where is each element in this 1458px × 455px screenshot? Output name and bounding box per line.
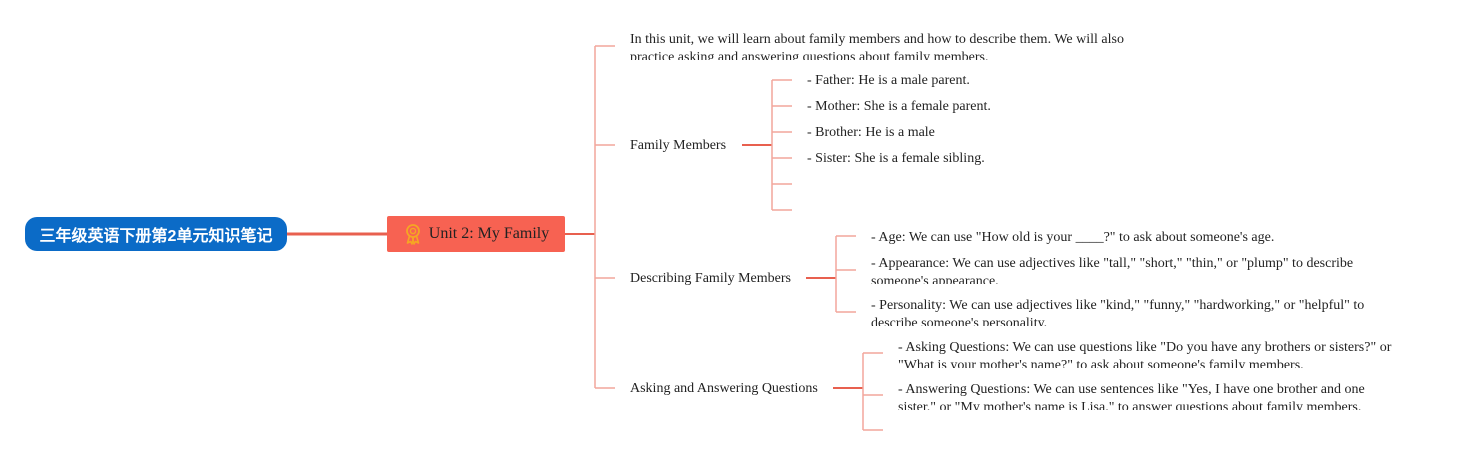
award-ribbon-icon (403, 223, 423, 245)
family-member-item[interactable]: - Mother: She is a female parent. (807, 99, 991, 114)
describing-item-personality[interactable]: - Personality: We can use adjectives lik… (871, 297, 1371, 326)
asking-item-line: - Asking Questions: We can use questions… (898, 340, 1392, 355)
family-members-label: Family Members (630, 138, 727, 153)
intro-line-2: practice asking and answering questions … (630, 50, 989, 60)
family-members-node[interactable]: Family Members (630, 137, 726, 155)
root-topic[interactable]: 三年级英语下册第2单元知识笔记 (25, 217, 287, 251)
describing-item-appearance[interactable]: - Appearance: We can use adjectives like… (871, 255, 1371, 284)
describing-item-line: describe someone's personality. (871, 316, 1048, 326)
describing-item-line: - Appearance: We can use adjectives like… (871, 256, 1354, 271)
intro-line-1: In this unit, we will learn about family… (630, 32, 1124, 47)
describing-item-line: someone's appearance. (871, 274, 999, 284)
main-topic[interactable]: Unit 2: My Family (387, 216, 565, 252)
describing-item-line: - Personality: We can use adjectives lik… (871, 298, 1365, 313)
asking-item-questions[interactable]: - Asking Questions: We can use questions… (898, 339, 1418, 368)
asking-item-empty[interactable] (898, 423, 1418, 452)
asking-node[interactable]: Asking and Answering Questions (630, 380, 818, 398)
asking-item-line: sister." or "My mother's name is Lisa." … (898, 400, 1362, 410)
family-member-item[interactable]: - Father: He is a male parent. (807, 73, 970, 88)
describing-item-line: - Age: We can use "How old is your ____?… (871, 230, 1275, 245)
describing-node[interactable]: Describing Family Members (630, 270, 791, 288)
describing-label: Describing Family Members (630, 271, 791, 286)
main-topic-title: Unit 2: My Family (428, 225, 550, 242)
family-member-item[interactable]: - Brother: He is a male (807, 125, 935, 140)
asking-label: Asking and Answering Questions (630, 381, 818, 396)
intro-node[interactable]: In this unit, we will learn about family… (630, 31, 1150, 60)
asking-item-answers[interactable]: - Answering Questions: We can use senten… (898, 381, 1418, 410)
asking-item-line: - Answering Questions: We can use senten… (898, 382, 1365, 397)
family-member-item[interactable]: - Sister: She is a female sibling. (807, 151, 985, 166)
root-topic-title: 三年级英语下册第2单元知识笔记 (39, 228, 273, 245)
describing-item-age[interactable]: - Age: We can use "How old is your ____?… (871, 229, 1274, 247)
asking-item-line: "What is your mother's name?" to ask abo… (898, 358, 1304, 368)
